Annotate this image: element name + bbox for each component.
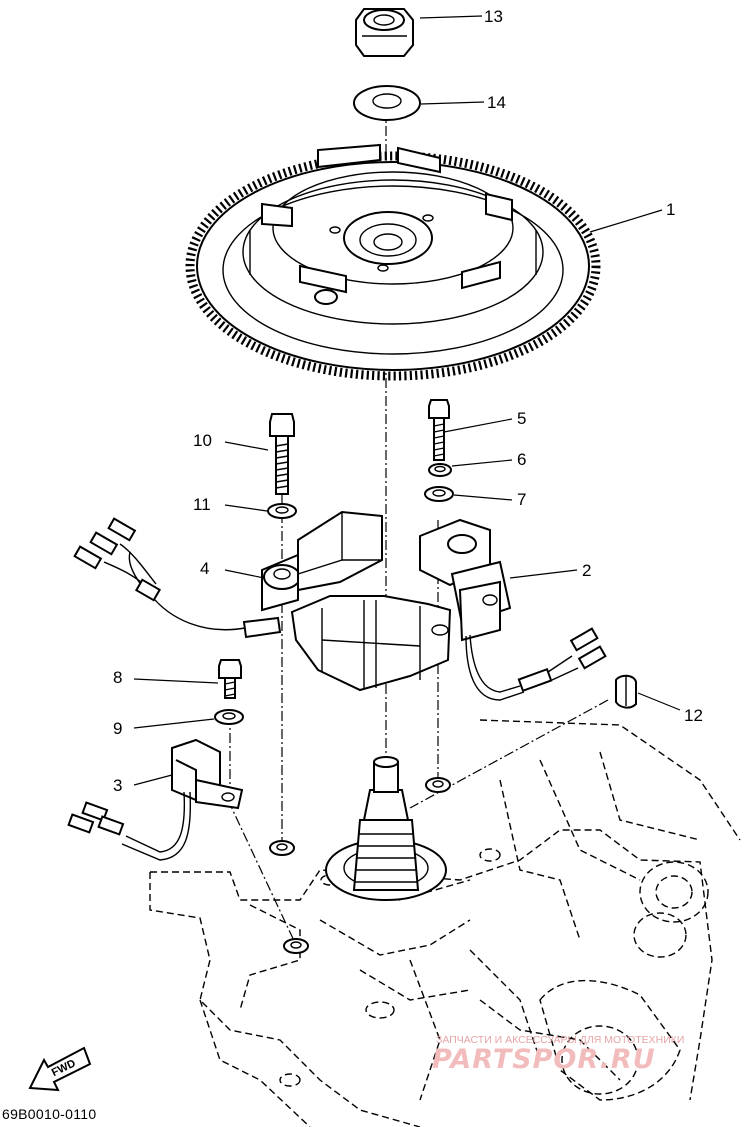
callout-4: 4	[200, 559, 209, 578]
callout-3: 3	[113, 776, 122, 795]
bolt-long	[269, 413, 295, 495]
callout-10: 10	[193, 431, 212, 450]
flywheel-nut	[355, 8, 414, 57]
callout-1: 1	[666, 200, 675, 219]
woodruff-key	[615, 674, 637, 709]
figure-code: 69B0010-0110	[2, 1106, 97, 1122]
callout-9: 9	[113, 719, 122, 738]
charge-coil	[73, 510, 383, 639]
forward-direction-arrow-icon: FWD	[28, 1046, 92, 1092]
ignition-coil-block	[290, 595, 452, 692]
watermark-brand: PARTSPOR.RU	[432, 1044, 656, 1075]
bolt-short	[428, 399, 450, 461]
callout-8: 8	[113, 668, 122, 687]
bolt-small	[218, 659, 242, 699]
watermark-subtitle: ЗАПЧАСТИ И АКСЕССУАРЫ ДЛЯ МОТОТЕХНИКИ	[436, 1034, 685, 1046]
lighting-sensor	[67, 738, 244, 861]
engine-block-phantom	[149, 719, 741, 1127]
callout-12: 12	[684, 706, 703, 725]
callout-5: 5	[517, 409, 526, 428]
callout-11: 11	[193, 495, 211, 514]
spring-washer	[428, 463, 452, 477]
plain-washer-small	[424, 486, 454, 502]
plain-washer	[353, 85, 421, 121]
callout-14: 14	[487, 93, 506, 112]
flywheel-magneto	[185, 143, 601, 381]
callout-numbers: 13 14 1 5 6 7 10 11 4 2 8 9 3 12	[113, 7, 703, 795]
pulser-coil	[419, 518, 607, 701]
callout-7: 7	[517, 490, 526, 509]
callout-6: 6	[517, 450, 526, 469]
washer-lower	[214, 709, 244, 725]
callout-13: 13	[484, 7, 503, 26]
washer-small	[267, 503, 297, 519]
leader-lines	[133, 15, 681, 786]
callout-2: 2	[582, 561, 591, 580]
